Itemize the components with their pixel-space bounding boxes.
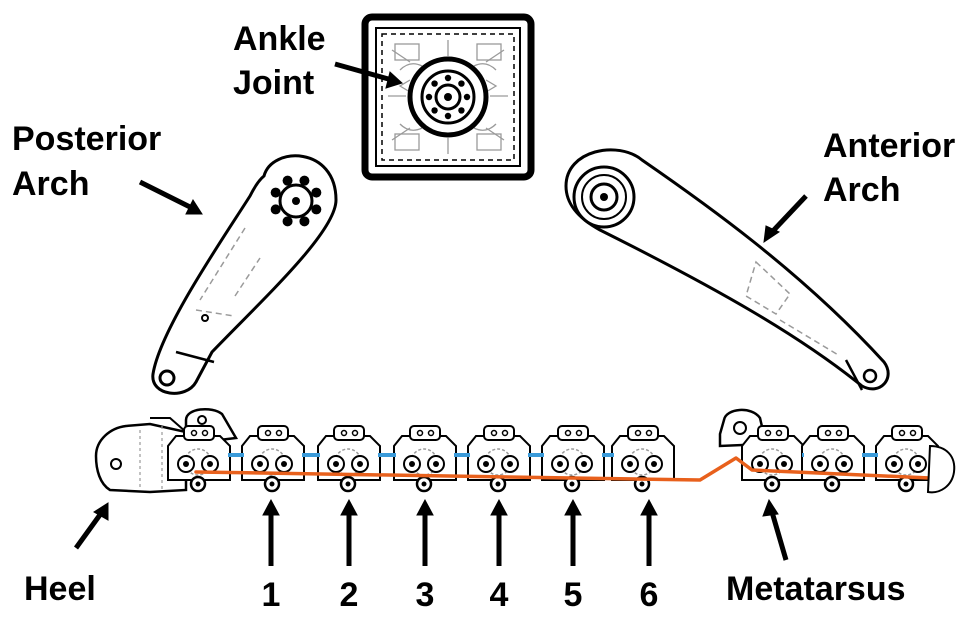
posterior-arch-label-line2: Arch [12,165,89,203]
posterior-bolt [270,187,281,198]
chain-link [467,425,531,493]
posterior-arrow [138,179,203,215]
segment-number-label: 1 [262,576,281,614]
chain-link [541,425,605,493]
anterior-arch-label-line1: Anterior [823,127,955,165]
posterior-arch-link [151,154,338,395]
ankle-bolt [444,74,452,82]
posterior-bolt [299,175,310,186]
anterior-arrow [763,194,808,244]
ankle-joint-module [361,13,535,181]
metatarsus-label: Metatarsus [726,570,906,608]
posterior-bolt [311,204,322,215]
segment-number-label: 2 [340,576,359,614]
labels: Ankle Joint Posterior Arch Anterior Arch… [12,20,955,614]
chain-link [801,425,865,493]
segment-number-label: 3 [416,576,435,614]
posterior-bolt [282,216,293,227]
segment-arrow [416,498,434,566]
segment-arrow [640,498,658,566]
segment-arrow [564,498,582,566]
ankle-bolt [463,93,471,101]
segment-number-label: 6 [640,576,659,614]
segment-number-label: 5 [564,576,583,614]
segment-arrow [262,498,280,566]
posterior-bolt [311,187,322,198]
heel-arrow [73,502,109,550]
anterior-arch-label-line2: Arch [823,171,900,209]
annotation-arrows [73,61,808,566]
posterior-arch-label-line1: Posterior [12,120,161,158]
chain-link [167,425,231,493]
ankle-bolt [431,107,438,114]
tendon-cable [194,456,932,482]
chain-link [317,425,381,493]
segment-number-label: 4 [490,576,509,614]
ankle-bolt [431,80,438,87]
ankle-joint-label-line2: Joint [233,64,314,102]
foot-chain [94,407,956,494]
chain-link [875,425,939,493]
posterior-bolt [282,175,293,186]
posterior-bolt [270,204,281,215]
metatarsus-arrow [762,498,789,561]
posterior-bolt [299,216,310,227]
ankle-bolt [458,107,465,114]
ankle-internal-detail [388,40,508,154]
chain-link [741,425,805,493]
chain-link [393,425,457,493]
ankle-arrow [334,61,403,89]
ankle-bolt [444,112,452,120]
ankle-bolt [458,80,465,87]
segment-arrow [340,498,358,566]
ankle-joint-label-line1: Ankle [233,20,326,58]
anterior-arch-link [564,148,890,391]
segment-arrow [490,498,508,566]
heel-label: Heel [24,570,96,608]
ankle-bolt [425,93,433,101]
chain-link [241,425,305,493]
chain-link [611,425,675,493]
